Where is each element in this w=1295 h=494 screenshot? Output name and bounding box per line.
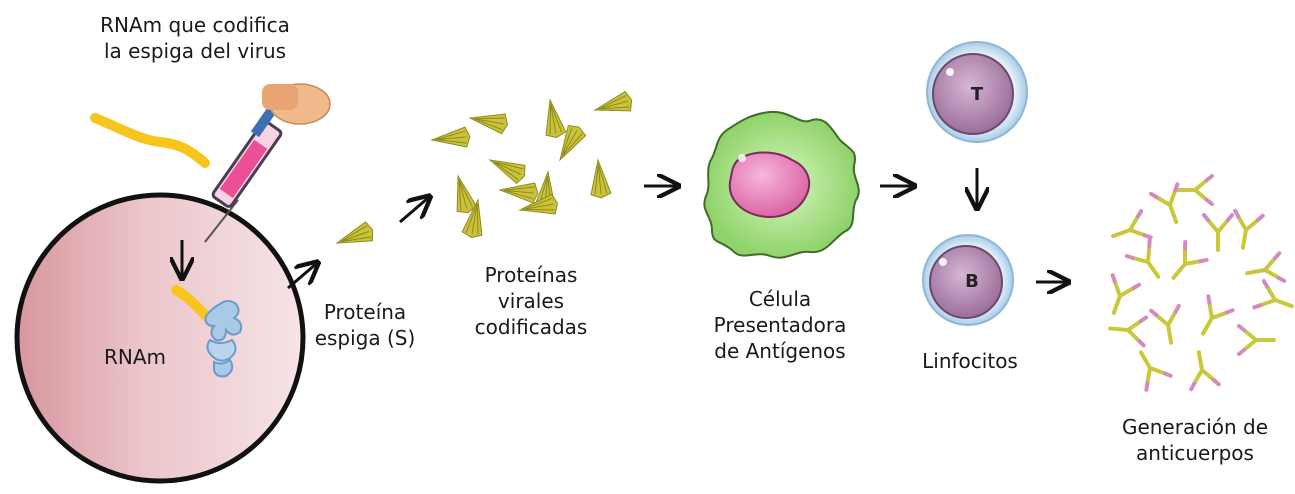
apc-label-line2: Presentadora	[713, 313, 847, 337]
viral-label-line2: virales	[497, 289, 565, 313]
mrna-strand-icon	[90, 113, 210, 168]
cell-mrna-label: RNAm	[103, 345, 167, 369]
mrna-title-line1: RNAm que codifica	[100, 13, 290, 37]
apc-label: Célula Presentadora de Antígenos	[690, 286, 870, 364]
spike-label-line2: espiga (S)	[314, 326, 416, 350]
t-cell-label: T	[971, 84, 984, 105]
viral-proteins-label: Proteínas virales codificadas	[456, 262, 606, 340]
lymphocytes-label: Linfocitos	[922, 349, 1018, 373]
b-lymphocyte-icon: B	[922, 234, 1014, 326]
ribosome-icon	[204, 300, 243, 378]
viral-label-line3: codificadas	[474, 315, 588, 339]
spike-protein-icon	[333, 220, 377, 253]
apc-cell-icon	[703, 110, 860, 259]
antibodies-label: Generación de anticuerpos	[1100, 414, 1290, 466]
viral-proteins-cluster	[430, 90, 635, 240]
viral-label-line1: Proteínas	[484, 263, 578, 287]
arrow-cell-to-spike	[287, 264, 316, 290]
t-lymphocyte-icon: T	[926, 41, 1028, 143]
b-cell-label: B	[965, 271, 979, 292]
apc-label-line1: Célula	[748, 287, 812, 311]
spike-label-line1: Proteína	[323, 300, 407, 324]
antibodies-cluster	[1098, 174, 1295, 392]
host-cell	[14, 192, 306, 484]
antibodies-label-line1: Generación de	[1121, 415, 1269, 439]
syringe-icon	[204, 83, 331, 243]
mrna-title-label: RNAm que codifica la espiga del virus	[60, 12, 330, 64]
antibodies-label-line2: anticuerpos	[1136, 441, 1254, 465]
mrna-title-line2: la espiga del virus	[103, 39, 287, 63]
arrow-spike-to-proteins	[399, 198, 428, 224]
apc-label-line3: de Antígenos	[714, 339, 846, 363]
spike-protein-label: Proteína espiga (S)	[300, 299, 430, 351]
